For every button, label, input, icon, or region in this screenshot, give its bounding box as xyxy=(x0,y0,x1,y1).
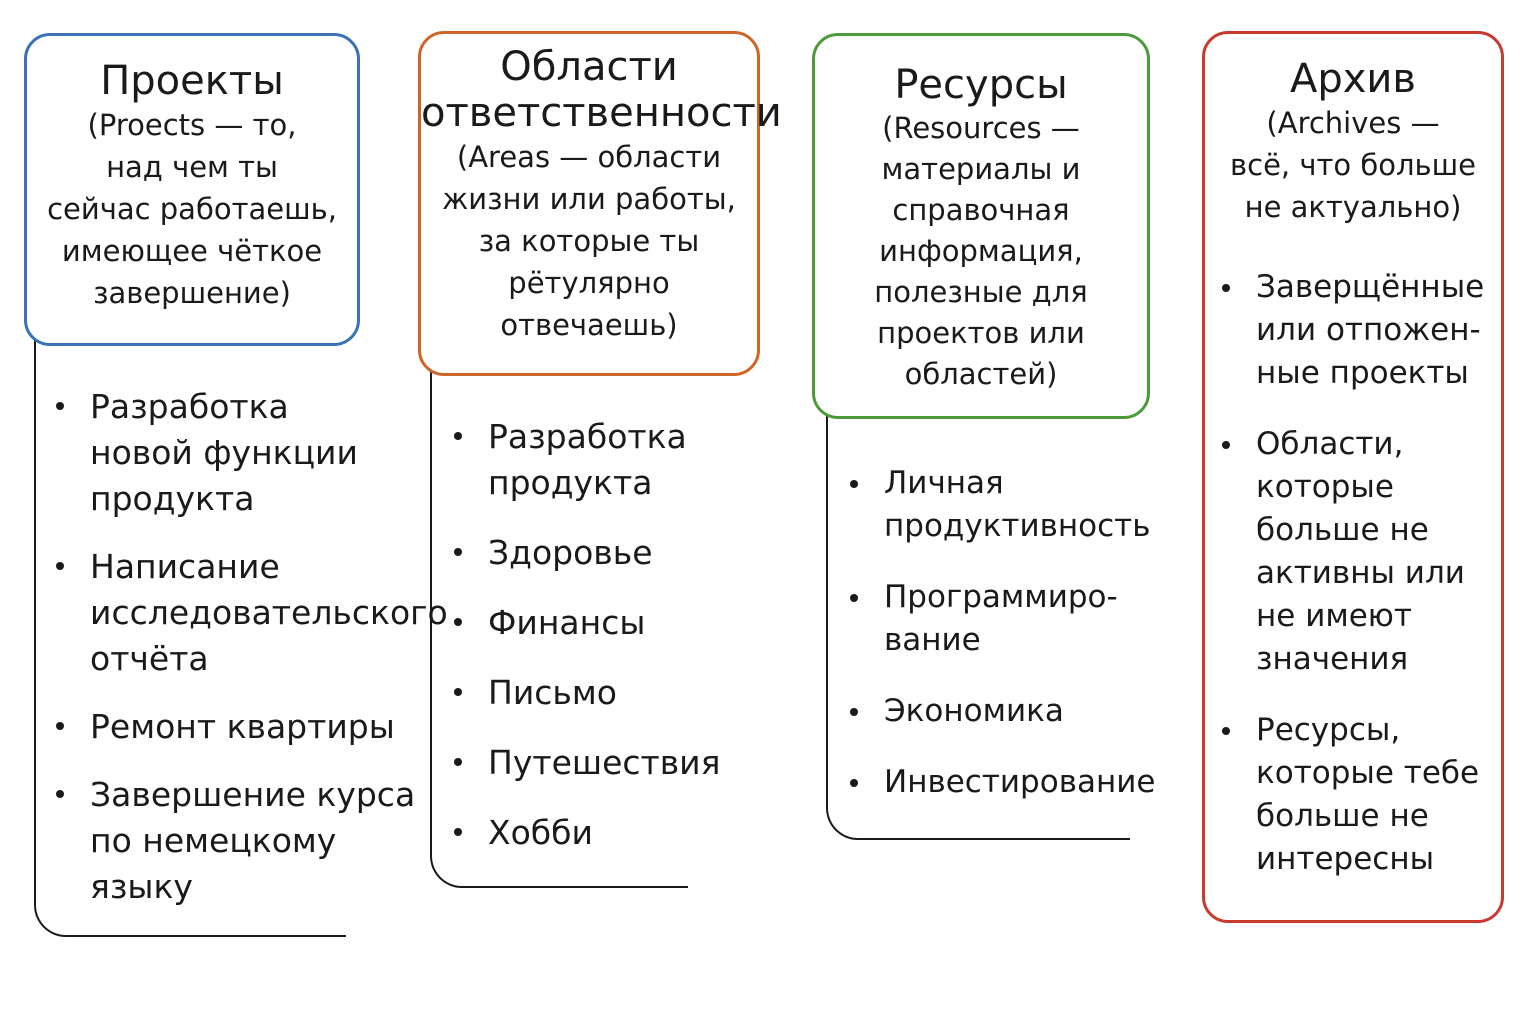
list-item: Здоровье xyxy=(454,530,754,576)
list-item: Заверщённые или отпожен- ные проекты xyxy=(1222,266,1492,395)
list-item: Области, которые больше не активны или н… xyxy=(1222,423,1492,681)
list-item: Хобби xyxy=(454,810,754,856)
list-item: Личная продуктивность xyxy=(850,462,1170,548)
list-item: Написание исследовательского отчёта xyxy=(56,544,448,682)
resources-description: (Resources — материалы и справочная инфо… xyxy=(874,111,1088,391)
resources-bracket xyxy=(826,404,1130,840)
areas-title: Области ответственности xyxy=(421,44,782,136)
list-item: Завершение курса по немецкому языку xyxy=(56,772,426,910)
projects-header-box: Проекты (Proects — то, над чем ты сейчас… xyxy=(24,33,360,346)
projects-list: Разработка новой функции продукта Написа… xyxy=(56,384,448,910)
archive-title: Архив xyxy=(1290,56,1416,102)
list-item: Разработка новой функции продукта xyxy=(56,384,426,522)
list-item: Путешествия xyxy=(454,740,754,786)
list-item: Инвестирование xyxy=(850,761,1170,804)
projects-bracket xyxy=(34,330,346,937)
projects-description: (Proects — то, над чем ты сейчас работае… xyxy=(47,108,337,310)
areas-header-box: Области ответственности (Areas — области… xyxy=(418,31,782,376)
projects-title: Проекты xyxy=(100,58,284,104)
resources-header-box: Ресурсы (Resources — материалы и справоч… xyxy=(812,33,1150,419)
areas-description: (Areas — области жизни или работы, за ко… xyxy=(442,140,736,342)
list-item: Ремонт квартиры xyxy=(56,704,426,750)
list-item: Экономика xyxy=(850,690,1170,733)
list-item: Письмо xyxy=(454,670,754,716)
archive-description: (Archives — всё, что больше не актуально… xyxy=(1230,106,1476,224)
list-item: Разработка продукта xyxy=(454,414,754,506)
archive-list: Заверщённые или отпожен- ные проекты Обл… xyxy=(1222,266,1492,881)
list-item: Финансы xyxy=(454,600,754,646)
list-item: Программиро- вание xyxy=(850,576,1170,662)
list-item: Ресурсы, которые тебе больше не интересн… xyxy=(1222,709,1492,881)
resources-title: Ресурсы xyxy=(894,62,1068,108)
resources-list: Личная продуктивность Программиро- вание… xyxy=(850,462,1170,804)
areas-list: Разработка продукта Здоровье Финансы Пис… xyxy=(454,414,754,856)
archive-frame: Архив (Archives — всё, что больше не акт… xyxy=(1202,31,1504,923)
areas-bracket xyxy=(430,360,688,888)
